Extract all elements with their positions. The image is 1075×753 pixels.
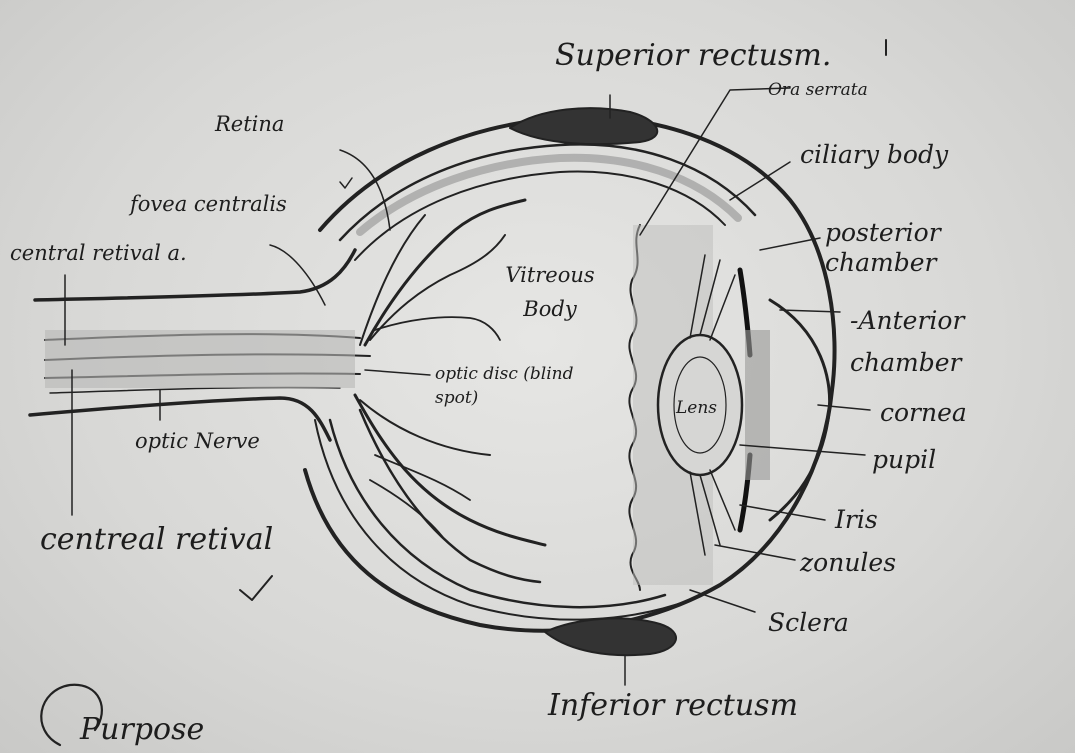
- label-ciliary-body: ciliary body: [800, 140, 948, 169]
- leader-posterior-chamber: [760, 238, 820, 250]
- check-mark-lower: [240, 576, 272, 600]
- label-zonules: zonules: [800, 548, 896, 577]
- superior-rectus-muscle: [510, 108, 657, 144]
- label-anterior-chamber: -Anterior chamber: [850, 300, 1050, 384]
- optic-nerve-shading: [45, 330, 355, 388]
- leader-ora-serrata: [640, 88, 790, 235]
- label-optic-disc: optic disc (blind spot): [435, 362, 585, 410]
- leader-optic-disc: [365, 370, 430, 375]
- leader-fovea: [270, 245, 325, 305]
- label-optic-nerve: optic Nerve: [135, 425, 275, 457]
- label-pupil: pupil: [872, 445, 936, 474]
- label-superior-rectus: Superior rectusm.: [555, 38, 831, 73]
- anterior-chamber-shading: [745, 330, 770, 480]
- label-central-retinal-v: centreal retival: [40, 522, 273, 557]
- label-inferior-rectus: Inferior rectusm: [548, 688, 798, 723]
- label-lens: Lens: [676, 398, 717, 418]
- label-vitreous-body: Vitreous Body: [485, 258, 615, 326]
- label-iris: Iris: [835, 505, 878, 534]
- label-posterior-chamber: posterior chamber: [825, 218, 1055, 278]
- inferior-rectus-muscle: [545, 618, 676, 655]
- label-fovea-centralis: fovea centralis: [130, 192, 287, 216]
- label-bottom-text: Purpose: [80, 712, 204, 747]
- label-retina: Retina: [215, 112, 284, 136]
- check-mark-upper: [340, 178, 352, 188]
- leader-sclera: [690, 590, 755, 612]
- vessel-lower-5: [370, 480, 445, 540]
- label-cornea: cornea: [880, 398, 967, 427]
- leader-ciliary-body: [730, 162, 790, 200]
- label-central-retinal-a: central retival a.: [10, 240, 260, 266]
- vessel-lower-4: [375, 455, 470, 500]
- leader-cornea: [818, 405, 870, 410]
- label-sclera: Sclera: [768, 608, 849, 637]
- optic-nerve-inner-4: [50, 387, 340, 393]
- label-ora-serrata: Ora serrata: [768, 80, 868, 100]
- cornea-curve: [770, 300, 830, 520]
- retina-layer-lower: [330, 420, 665, 607]
- vessel-upper-3: [375, 317, 500, 340]
